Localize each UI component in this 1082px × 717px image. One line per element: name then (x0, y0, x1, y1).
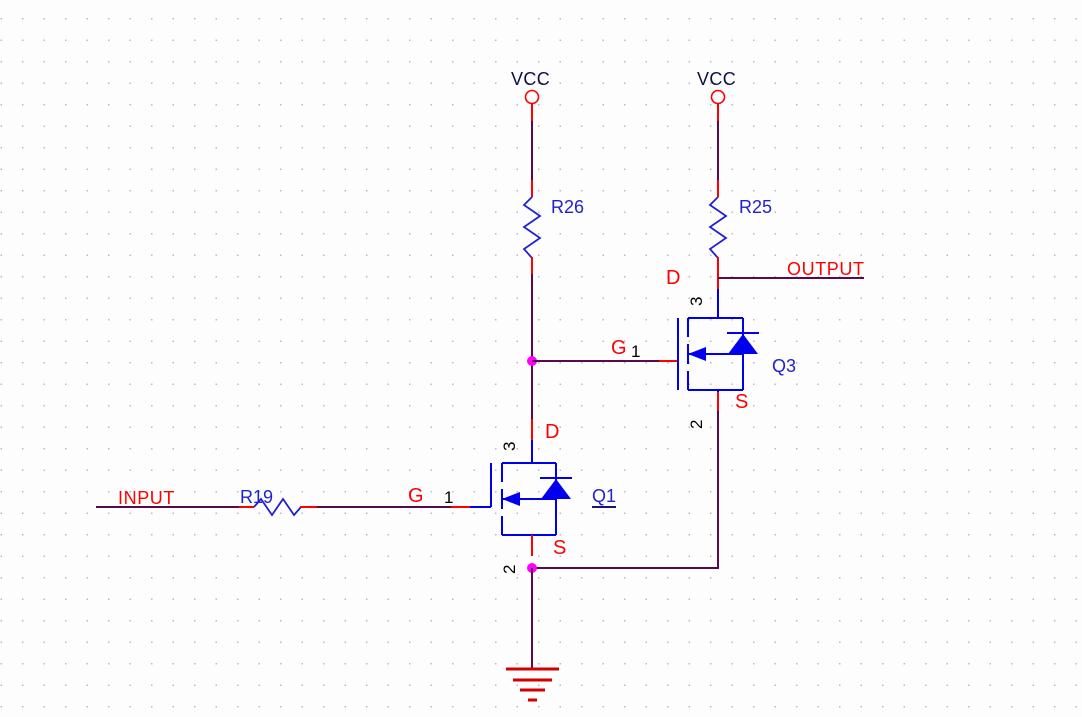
power-port-circle-vcc-right[interactable] (710, 89, 726, 105)
power-port-circle-vcc-left[interactable] (524, 89, 540, 105)
pin-number-q1-source: 2 (500, 564, 519, 574)
pin-name-q3-gate: G (611, 337, 627, 359)
q3-body-diode-triangle (728, 334, 758, 354)
component-ref-r19[interactable]: R19 (240, 487, 274, 507)
q3-channel-arrow (688, 347, 706, 361)
q1-body-diode-triangle (541, 479, 571, 499)
resistor-body-r19[interactable] (253, 497, 302, 517)
component-ref-r26[interactable]: R26 (551, 197, 585, 217)
pin-number-q1-gate: 1 (444, 488, 454, 507)
pin-number-q3-source: 2 (687, 419, 706, 429)
net-label-input[interactable]: INPUT (118, 488, 175, 508)
power-label-vcc-left[interactable]: VCC (511, 69, 551, 89)
q1-channel-arrow (502, 492, 520, 506)
pin-name-q3-source: S (735, 391, 749, 413)
component-ref-q3[interactable]: Q3 (772, 356, 797, 376)
pin-number-q3-gate: 1 (631, 342, 641, 361)
pin-name-q1-source: S (553, 537, 567, 559)
pin-name-q1-gate: G (408, 485, 424, 507)
resistor-body-r25[interactable] (708, 196, 728, 259)
component-ref-q1[interactable]: Q1 (592, 486, 617, 508)
pin-number-q1-drain: 3 (500, 441, 519, 451)
pin-number-q3-drain: 3 (687, 296, 706, 306)
power-label-vcc-right[interactable]: VCC (697, 69, 737, 89)
pin-name-q3-drain: D (666, 267, 681, 289)
net-label-output[interactable]: OUTPUT (787, 259, 865, 279)
resistor-body-r26[interactable] (522, 196, 542, 259)
pin-name-q1-drain: D (545, 421, 560, 443)
component-ref-r25[interactable]: R25 (739, 197, 773, 217)
